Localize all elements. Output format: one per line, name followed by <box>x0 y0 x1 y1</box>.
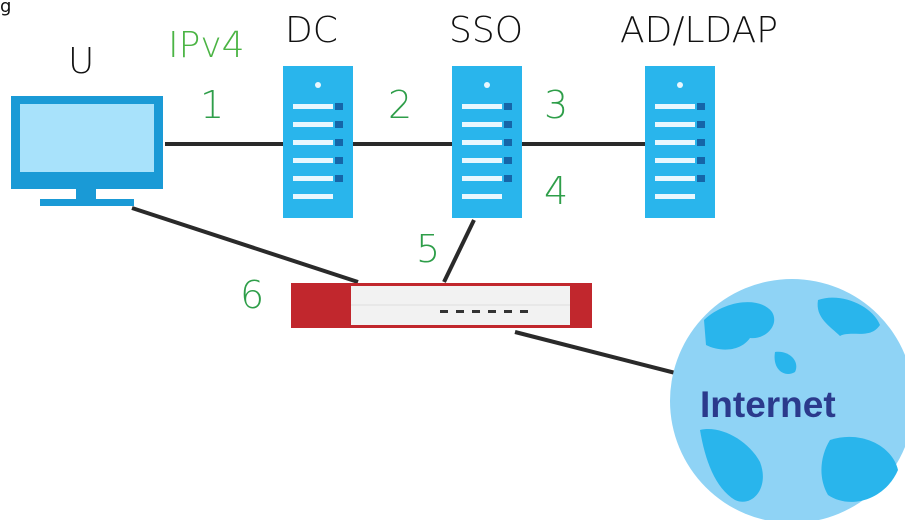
step-3-label: 3 <box>544 83 569 127</box>
step-5-label: 5 <box>416 227 441 271</box>
figure-label-fragment: g <box>0 0 12 17</box>
computer-icon <box>11 96 163 206</box>
ipv4-label: IPv4 <box>168 25 245 66</box>
internet-label: Internet <box>700 384 836 425</box>
dc-server-icon <box>283 66 353 218</box>
ad-ldap-label: AD/LDAP <box>620 10 778 51</box>
step-2-label: 2 <box>388 83 413 127</box>
sso-label: SSO <box>449 10 524 51</box>
firewall-icon <box>291 283 592 328</box>
link-sso-firewall <box>442 219 476 283</box>
step-1-label: 1 <box>200 83 225 127</box>
dc-label: DC <box>285 10 338 51</box>
link-firewall-internet <box>514 330 696 380</box>
step-4-label: 4 <box>544 169 569 213</box>
link-user-firewall <box>131 206 359 284</box>
step-6-label: 6 <box>240 273 265 317</box>
ad-ldap-server-icon <box>645 66 715 218</box>
sso-server-icon <box>452 66 522 218</box>
globe-icon <box>670 279 905 520</box>
user-label: U <box>68 41 95 82</box>
